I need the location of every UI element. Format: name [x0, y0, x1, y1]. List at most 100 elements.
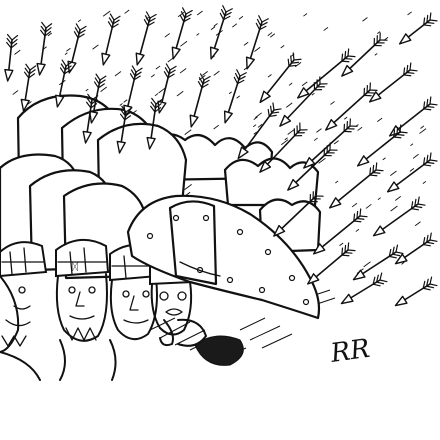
motion-stroke: [119, 103, 123, 106]
motion-stroke: [311, 92, 315, 96]
motion-stroke: [123, 99, 128, 103]
arrow: [237, 102, 282, 160]
motion-stroke: [394, 196, 401, 201]
motion-stroke: [377, 31, 381, 34]
motion-stroke: [77, 19, 82, 23]
motion-stroke: [351, 202, 358, 208]
motion-stroke: [269, 33, 276, 38]
arrow: [352, 244, 404, 281]
motion-stroke: [363, 261, 371, 268]
motion-stroke: [254, 46, 261, 52]
motion-stroke: [114, 71, 122, 77]
arrow: [273, 188, 324, 237]
motion-stroke: [196, 33, 200, 36]
motion-stroke: [390, 170, 397, 177]
motion-stroke: [213, 124, 219, 130]
arrow: [307, 242, 356, 285]
motion-stroke: [377, 117, 383, 123]
motion-stroke: [158, 87, 166, 94]
arrow: [101, 13, 121, 66]
motion-stroke: [390, 205, 398, 212]
motion-stroke: [85, 88, 89, 92]
motion-stroke: [66, 47, 71, 52]
arrow: [171, 7, 193, 60]
motion-stroke: [420, 125, 425, 129]
arrow: [135, 11, 157, 66]
motion-stroke: [154, 93, 159, 97]
arrow: [328, 162, 384, 209]
artist-signature: RR: [328, 334, 372, 369]
arrow: [325, 82, 378, 131]
motion-stroke: [202, 71, 208, 76]
motion-stroke: [14, 49, 21, 55]
arrow: [4, 33, 19, 82]
motion-stroke: [333, 140, 339, 145]
motion-stroke: [339, 242, 344, 247]
motion-stroke: [12, 90, 19, 95]
motion-stroke: [228, 91, 232, 95]
arrow: [341, 32, 388, 77]
motion-stroke: [422, 180, 427, 185]
motion-stroke: [280, 45, 285, 49]
motion-stroke: [155, 65, 161, 70]
motion-stroke: [150, 74, 155, 78]
motion-stroke: [253, 116, 258, 120]
arrow: [116, 105, 133, 154]
arrow: [394, 276, 438, 307]
motion-stroke: [232, 23, 238, 28]
arrow: [368, 62, 418, 103]
motion-stroke: [92, 44, 99, 50]
arrow: [55, 59, 73, 108]
motion-stroke: [365, 203, 372, 209]
arrow: [223, 69, 247, 124]
motion-stroke: [313, 137, 318, 141]
motion-stroke: [243, 41, 249, 46]
motion-stroke: [294, 62, 302, 68]
motion-stroke: [409, 168, 415, 172]
motion-stroke: [164, 33, 170, 38]
motion-stroke: [301, 81, 308, 87]
arrow: [356, 124, 408, 167]
motion-stroke: [382, 157, 386, 161]
motion-stroke: [377, 197, 381, 201]
motion-stroke: [255, 112, 262, 118]
motion-stroke: [47, 32, 53, 37]
motion-stroke: [330, 101, 335, 105]
motion-stroke: [124, 9, 130, 14]
arrows-volley: [4, 5, 438, 307]
arrow: [394, 232, 438, 265]
motion-stroke: [176, 90, 184, 97]
arrow: [386, 152, 438, 193]
motion-stroke: [267, 74, 272, 78]
motion-stroke: [419, 128, 427, 134]
motion-stroke: [238, 15, 244, 20]
arrow: [123, 65, 143, 118]
motion-stroke: [288, 82, 293, 86]
arrow: [82, 93, 99, 144]
motion-stroke: [323, 26, 329, 31]
arrow: [296, 48, 356, 99]
motion-stroke: [303, 13, 308, 17]
arrow: [209, 5, 233, 60]
arrow: [340, 272, 388, 305]
motion-stroke: [196, 10, 203, 16]
motion-stroke: [316, 128, 322, 133]
arrow: [303, 118, 358, 169]
motion-stroke: [179, 68, 187, 74]
arrow: [259, 122, 308, 173]
arrow: [398, 12, 438, 45]
svg-text:ᛞ: ᛞ: [72, 262, 78, 273]
motion-stroke: [414, 221, 421, 227]
motion-stroke: [100, 86, 107, 92]
motion-stroke: [177, 11, 185, 18]
motion-stroke: [184, 129, 192, 135]
motion-stroke: [257, 123, 263, 128]
motion-stroke: [374, 53, 378, 56]
arrow: [146, 97, 163, 150]
motion-stroke: [318, 157, 326, 164]
motion-stroke: [281, 139, 289, 146]
motion-stroke: [184, 183, 192, 190]
arrow: [157, 63, 177, 114]
motion-stroke: [210, 26, 216, 31]
signature-text: RR: [328, 334, 372, 369]
